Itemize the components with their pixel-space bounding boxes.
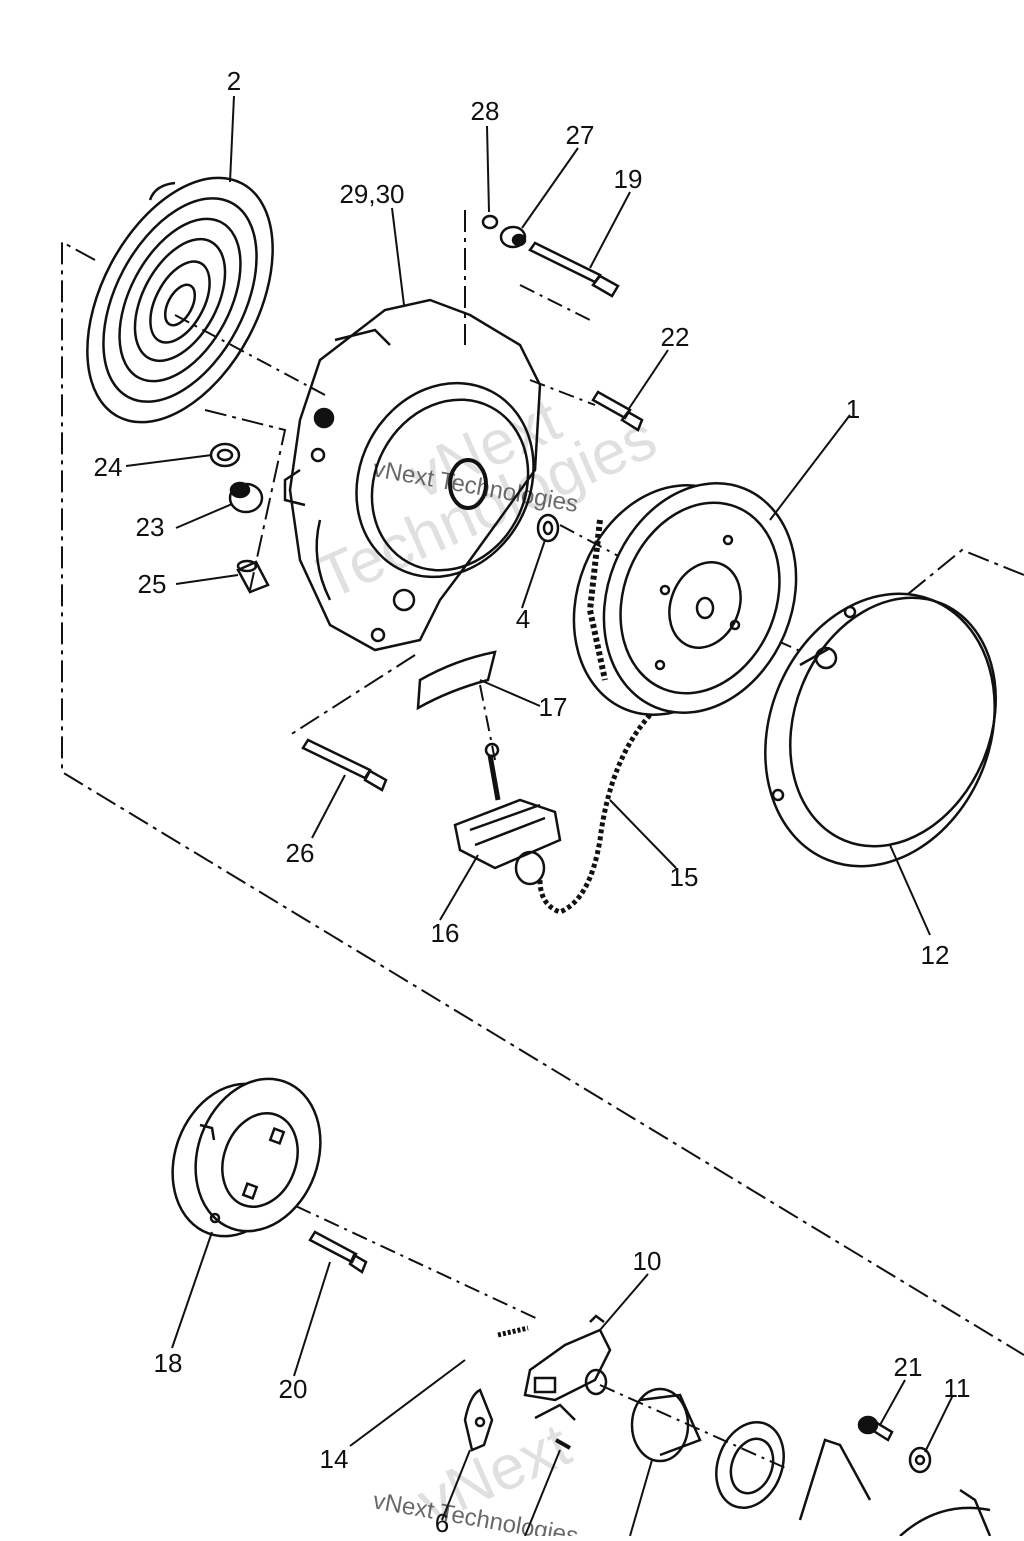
label-part-28: 28 xyxy=(471,96,500,126)
label-part-12: 12 xyxy=(921,940,950,970)
cover-part xyxy=(764,592,997,868)
screw-21-part xyxy=(857,1415,894,1442)
label-part-6: 6 xyxy=(435,1508,449,1536)
part-labels: 2 28 27 19 29,30 22 1 24 23 25 4 17 26 1… xyxy=(94,66,971,1538)
label-part-22: 22 xyxy=(661,322,690,352)
label-part-26: 26 xyxy=(286,838,315,868)
bracket-part xyxy=(798,1438,992,1537)
leader-lines xyxy=(125,95,954,1537)
label-part-4: 4 xyxy=(516,604,530,634)
label-part-10: 10 xyxy=(633,1246,662,1276)
watermark-bottom: vNext vNext Technologies xyxy=(371,1410,581,1541)
collar-25-part xyxy=(236,559,270,594)
ring-4-part xyxy=(536,513,560,543)
label-part-2: 2 xyxy=(227,66,241,96)
label-part-20: 20 xyxy=(279,1374,308,1404)
plate-17-part xyxy=(416,650,497,711)
washer-11-part xyxy=(908,1446,932,1474)
pulley-part xyxy=(572,482,798,716)
label-part-1: 1 xyxy=(846,394,860,424)
label-part-25: 25 xyxy=(138,569,167,599)
spiral-spring-part xyxy=(86,176,274,424)
label-part-21: 21 xyxy=(894,1352,923,1382)
bolt-26-part xyxy=(301,738,388,792)
ring-housing-18-part xyxy=(171,1077,322,1238)
label-part-14: 14 xyxy=(320,1444,349,1474)
label-part-29-30: 29,30 xyxy=(339,179,404,209)
bolt-20-part xyxy=(308,1230,368,1274)
pawl-14-part xyxy=(463,1388,576,1452)
label-part-17: 17 xyxy=(539,692,568,722)
label-part-16: 16 xyxy=(431,918,460,948)
label-part-23: 23 xyxy=(136,512,165,542)
handle-16-part xyxy=(453,742,562,886)
label-part-15: 15 xyxy=(670,862,699,892)
rope-15-part xyxy=(537,713,652,915)
cylinder-6-part xyxy=(630,1387,702,1463)
bolt-19-part xyxy=(481,214,620,298)
disk-part xyxy=(715,1420,785,1510)
washer-24-part xyxy=(209,442,241,468)
ratchet-10-part xyxy=(497,1314,612,1402)
label-part-18: 18 xyxy=(154,1348,183,1378)
nut-23-part xyxy=(228,481,264,514)
label-part-11: 11 xyxy=(944,1373,971,1403)
label-part-24: 24 xyxy=(94,452,123,482)
label-part-19: 19 xyxy=(614,164,643,194)
bolt-22-part xyxy=(591,390,644,432)
label-part-27: 27 xyxy=(566,120,595,150)
recoil-housing-part xyxy=(283,298,542,652)
